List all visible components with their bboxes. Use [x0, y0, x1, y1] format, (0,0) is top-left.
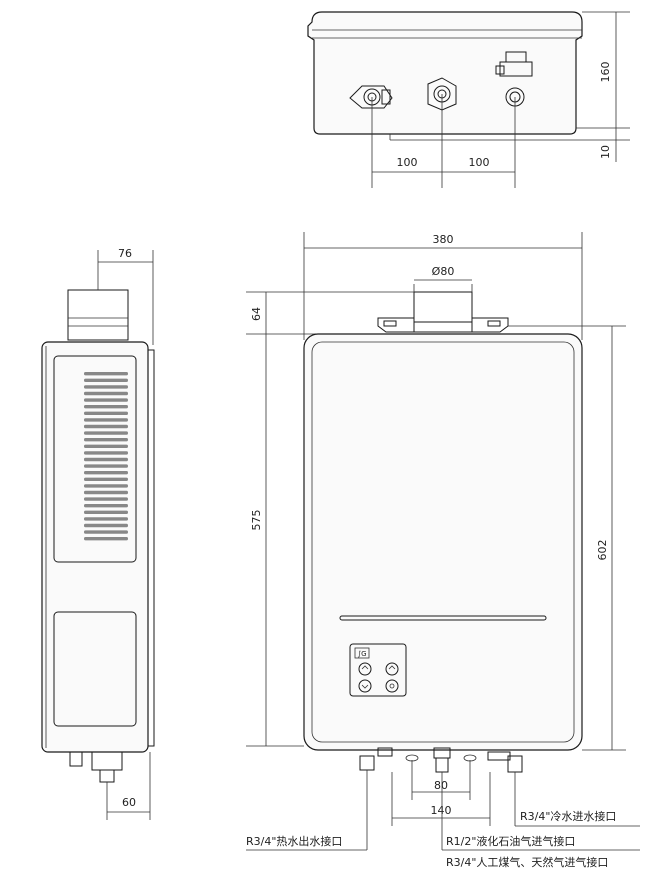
vent-slot — [84, 398, 128, 402]
dim-bottom-outer-spacing: 140 — [431, 804, 452, 817]
panel-button-bottom-right — [385, 679, 399, 693]
vent-slot — [84, 378, 128, 382]
dim-top-spacing-left: 100 — [397, 156, 418, 169]
vent-slot — [84, 530, 128, 534]
side-bottom-fittings — [69, 751, 123, 783]
dim-front-width: 380 — [433, 233, 454, 246]
vent-slot — [84, 464, 128, 468]
dim-front-height-inner: 575 — [250, 510, 263, 531]
dim-top-offset: 10 — [599, 145, 612, 159]
vent-slot — [84, 372, 128, 376]
label-cold-water-inlet: R3/4"冷水进水接口 — [520, 810, 616, 823]
front-bottom-fittings — [359, 747, 523, 773]
dim-flue-height: 64 — [250, 307, 263, 321]
vent-slot — [84, 477, 128, 481]
vent-slot — [84, 517, 128, 521]
label-lpg-inlet: R1/2"液化石油气进气接口 — [446, 834, 575, 848]
vent-slot — [84, 418, 128, 422]
vent-slots — [84, 372, 128, 541]
dim-side-flue-offset: 76 — [118, 247, 132, 260]
label-natural-gas-inlet: R3/4"人工煤气、天然气进气接口 — [446, 855, 608, 869]
side-view: 76 60 — [41, 247, 155, 820]
vent-slot — [84, 431, 128, 435]
dim-side-fitting-offset: 60 — [122, 796, 136, 809]
front-mount-bracket — [377, 317, 509, 333]
side-vent-panel — [53, 355, 137, 563]
label-hot-water-outlet: R3/4"热水出水接口 — [246, 834, 342, 848]
panel-button-top-right — [385, 662, 399, 676]
panel-button-bottom-left — [358, 679, 372, 693]
vent-slot — [84, 497, 128, 501]
vent-slot — [84, 471, 128, 475]
vent-slot — [84, 484, 128, 488]
vent-slot — [84, 438, 128, 442]
vent-slot — [84, 385, 128, 389]
front-flue — [413, 291, 473, 333]
front-body — [303, 333, 583, 751]
side-lower-panel — [53, 611, 137, 727]
dim-top-depth: 160 — [599, 62, 612, 83]
front-slot-line — [339, 615, 547, 621]
front-view: 380 Ø80 64 575 602 ∫G — [246, 232, 640, 869]
vent-slot — [84, 504, 128, 508]
vent-slot — [84, 405, 128, 409]
dim-top-spacing-right: 100 — [469, 156, 490, 169]
vent-slot — [84, 490, 128, 495]
top-hot-water-fitting — [349, 85, 393, 109]
vent-slot — [84, 411, 128, 415]
panel-button-top-left — [358, 662, 372, 676]
dim-flue-diameter: Ø80 — [432, 265, 455, 278]
vent-slot — [84, 537, 128, 541]
vent-slot — [84, 444, 128, 448]
panel-logo: ∫G — [357, 650, 366, 658]
dim-bottom-center-spacing: 80 — [434, 779, 448, 792]
dim-front-height-total: 602 — [596, 540, 609, 561]
side-body — [41, 341, 149, 753]
vent-slot — [84, 451, 128, 455]
top-cold-water-fitting — [495, 51, 533, 107]
side-flue — [67, 289, 129, 341]
top-view: 100 100 160 10 — [307, 11, 630, 188]
vent-slot — [84, 523, 128, 528]
control-panel: ∫G — [349, 643, 407, 697]
vent-slot — [84, 457, 128, 462]
vent-slot — [84, 391, 128, 396]
vent-slot — [84, 424, 128, 429]
vent-slot — [84, 510, 128, 514]
